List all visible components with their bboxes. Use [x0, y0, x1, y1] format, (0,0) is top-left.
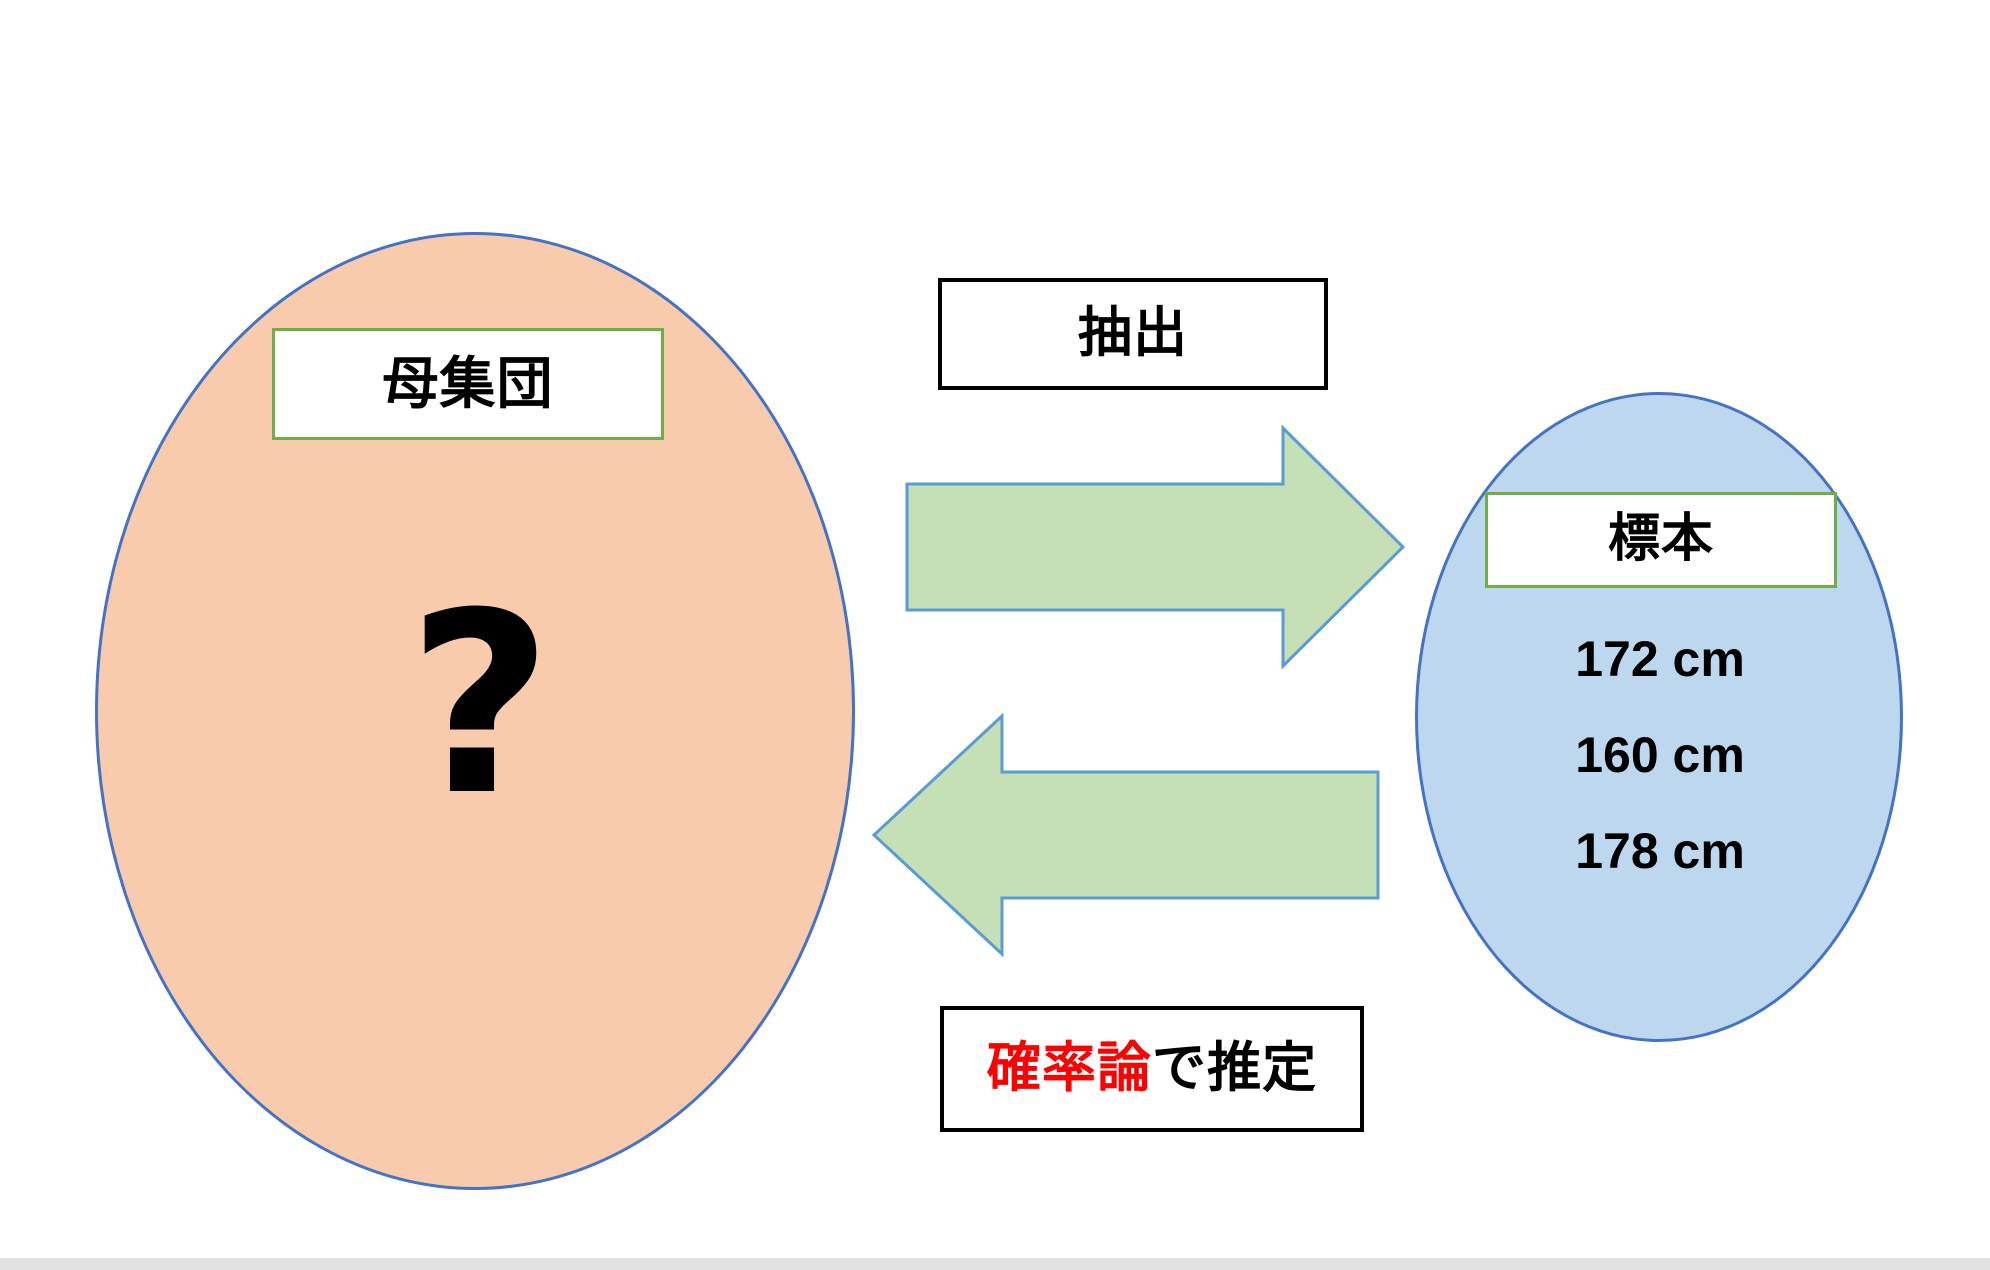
estimate-arrow-left-icon	[871, 712, 1380, 958]
estimation-label-accent: 確率論	[986, 1038, 1152, 1099]
bottom-chrome-strip	[0, 1258, 1990, 1270]
population-label-text: 母集団	[382, 352, 554, 416]
sample-value-item: 178 cm	[1575, 823, 1745, 879]
estimation-label-rest: で推定	[1152, 1038, 1318, 1099]
sample-values-list: 172 cm 160 cm 178 cm	[1490, 630, 1830, 880]
unknown-question-mark: ?	[407, 559, 553, 850]
estimation-label-box: 確率論で推定	[940, 1006, 1364, 1132]
sample-label-box: 標本	[1485, 492, 1837, 588]
sample-value-item: 172 cm	[1575, 631, 1745, 687]
extraction-label-text: 抽出	[1077, 303, 1189, 364]
extract-arrow-right-icon	[905, 424, 1406, 670]
extraction-label-box: 抽出	[938, 278, 1328, 390]
estimation-label-text: 確率論で推定	[987, 1039, 1318, 1098]
sample-value-item: 160 cm	[1575, 727, 1745, 783]
population-label-box: 母集団	[272, 328, 664, 440]
sample-label-text: 標本	[1607, 510, 1715, 569]
